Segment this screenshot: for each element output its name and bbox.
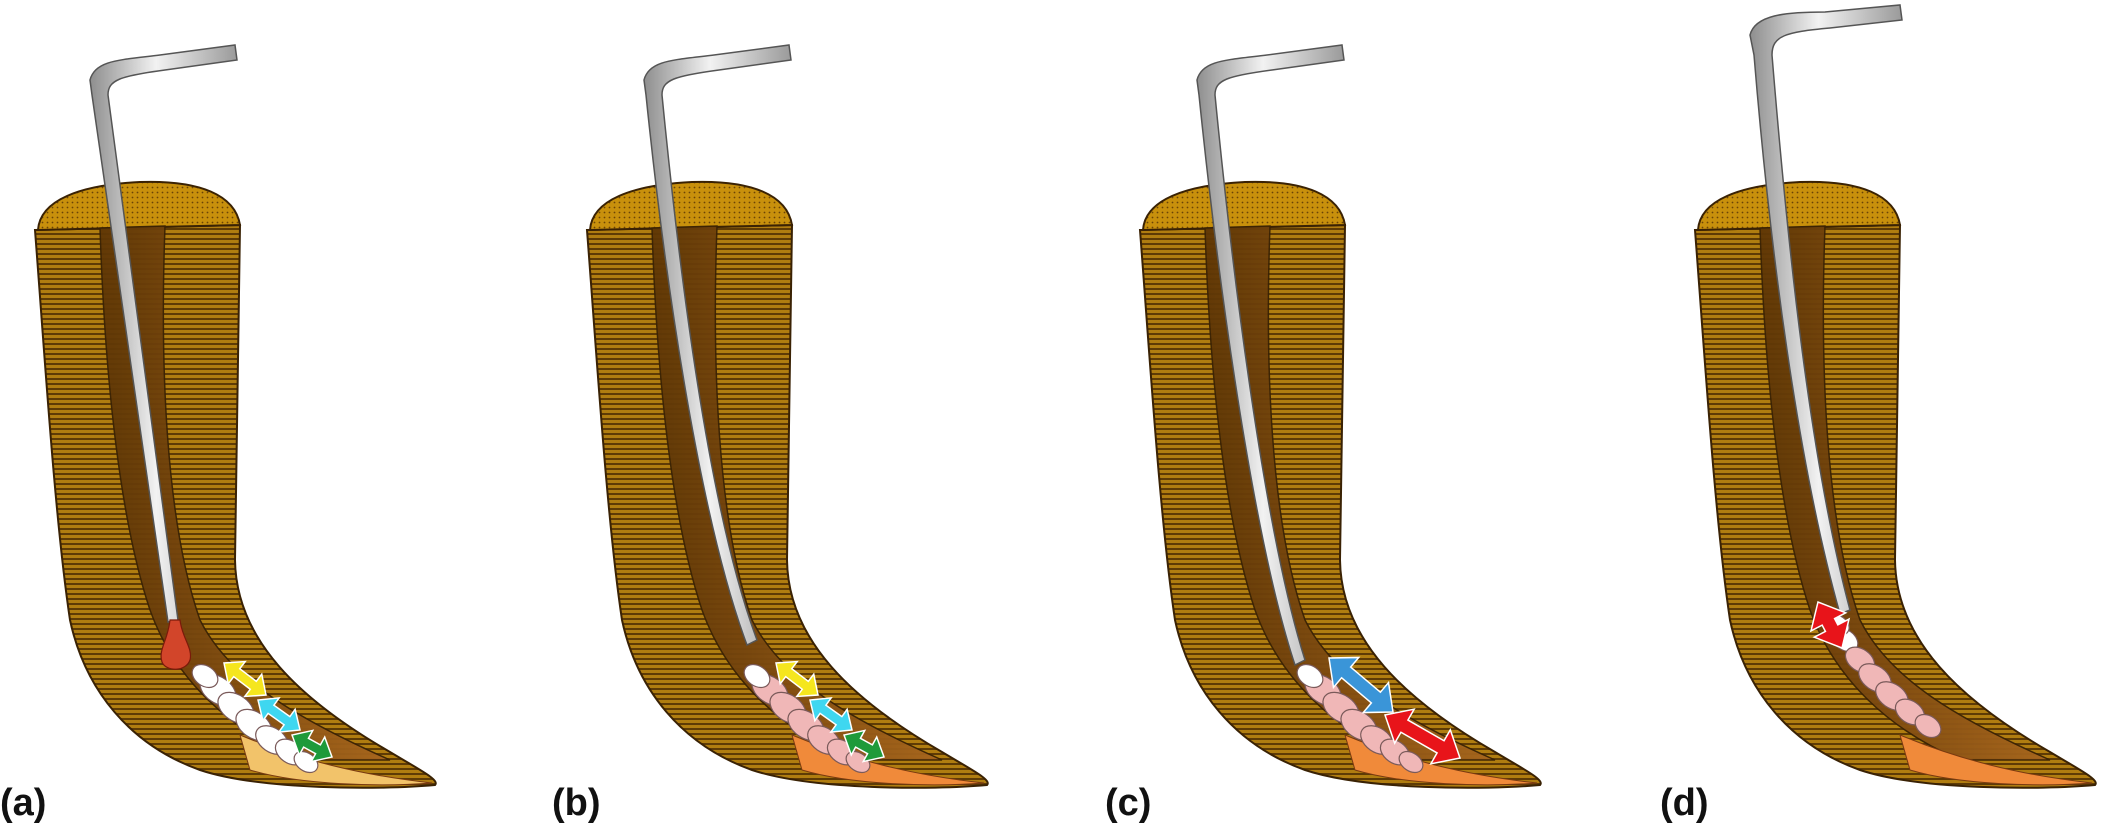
panel-c: (c) [1105, 44, 1542, 824]
panel-label: (b) [552, 782, 601, 824]
pulp-lobe [1296, 663, 1324, 689]
apex-region [1899, 734, 2093, 786]
panel-label: (a) [0, 782, 46, 824]
pulp-tissue [1296, 663, 1424, 774]
crown-section [36, 180, 242, 232]
endodontic-file [89, 44, 238, 623]
endodontic-file [643, 44, 792, 647]
crown-section [588, 180, 794, 232]
canal-wall [1204, 225, 1496, 761]
panel-b: (b) [552, 44, 989, 824]
arrow-cyan [809, 696, 853, 734]
arrow-red [1384, 708, 1461, 765]
arrow-green [843, 729, 885, 763]
pulp-lobe [845, 750, 871, 774]
panel-a: (a) [0, 44, 437, 824]
arrow-yellow [775, 660, 819, 698]
arrow-cyan [257, 696, 301, 734]
pulp-lobe [293, 750, 319, 774]
blood-drop [160, 619, 192, 670]
panel-label: (c) [1105, 782, 1151, 824]
arrow-yellow [223, 660, 267, 698]
pulp-lobe [1914, 713, 1942, 739]
endodontic-file [1196, 44, 1345, 667]
crown-section [1696, 180, 1902, 232]
panel-d: (d) [1660, 4, 2097, 824]
arrow-red [1809, 600, 1851, 650]
arrow-green [291, 729, 333, 763]
arrow-blue [1328, 656, 1394, 714]
endodontic-file [1749, 4, 1903, 616]
pulp-lobe [1398, 750, 1424, 774]
canal-wall [651, 225, 943, 761]
panel-label: (d) [1660, 782, 1709, 824]
crown-section [1141, 180, 1347, 232]
pulp-lobe [191, 663, 219, 689]
pulp-lobe [743, 663, 771, 689]
